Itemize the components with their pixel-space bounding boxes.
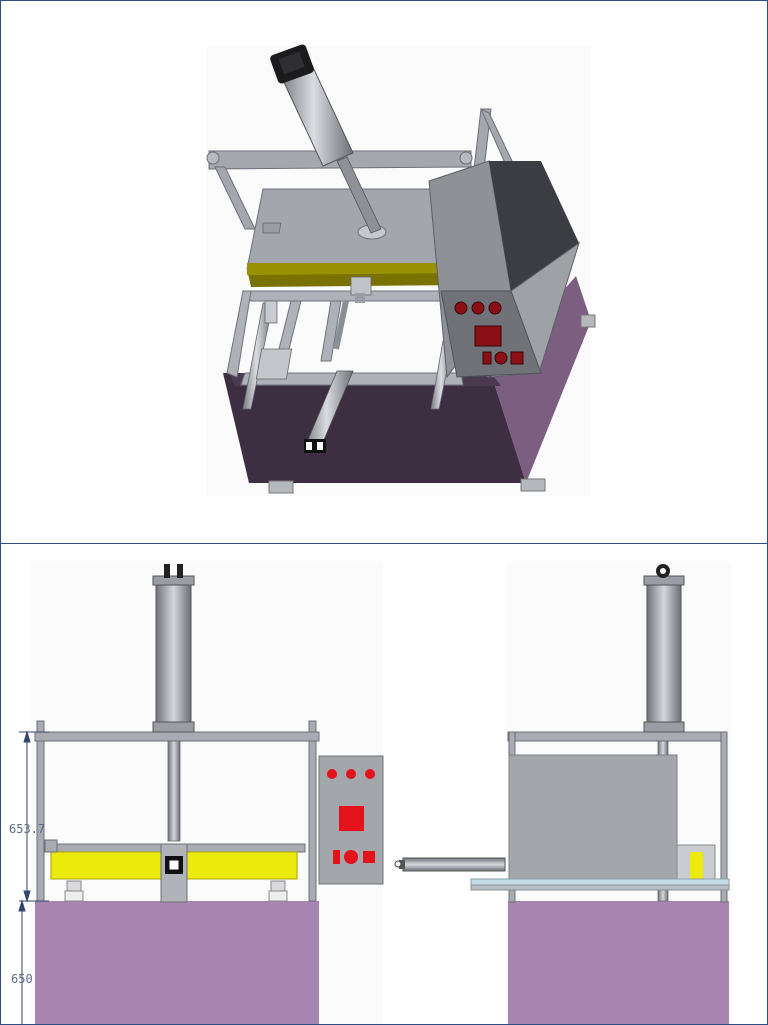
front-main-cylinder <box>155 579 192 733</box>
isometric-view-panel <box>0 0 768 544</box>
control-panel-buttons <box>454 301 524 365</box>
lower-height-dimension: 650 <box>11 972 33 986</box>
front-view <box>34 564 384 1024</box>
front-base <box>35 901 319 1024</box>
dimension-annotations <box>18 730 49 1024</box>
front-top-bar <box>34 731 320 742</box>
main-cylinder <box>270 44 382 234</box>
upper-height-dimension: 653.7 <box>9 822 45 836</box>
press-platen <box>246 188 480 303</box>
control-box <box>428 160 580 379</box>
horizontal-cylinder <box>394 857 506 872</box>
isometric-view-drawing <box>206 44 596 496</box>
side-control-box <box>508 754 678 890</box>
front-control-panel <box>318 755 384 885</box>
orthographic-drawing: 653.7 650 <box>9 562 731 1024</box>
bottom-cylinder <box>255 300 354 453</box>
orthographic-views-panel: 653.7 650 <box>0 543 768 1025</box>
feet <box>268 314 596 494</box>
base-front-face <box>223 373 526 483</box>
side-main-cylinder <box>646 579 682 733</box>
side-base <box>508 901 729 1024</box>
side-view <box>470 564 730 1024</box>
base-side-face <box>491 276 591 483</box>
